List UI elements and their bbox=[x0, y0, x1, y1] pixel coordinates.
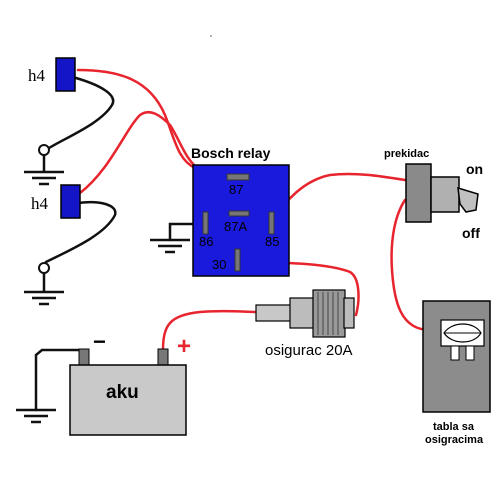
battery-minus-sign: − bbox=[93, 329, 106, 354]
battery-terminal-negative bbox=[78, 348, 90, 366]
ground-symbol bbox=[150, 238, 190, 254]
ground-symbol bbox=[24, 144, 64, 186]
wire-battery-ground bbox=[34, 348, 85, 412]
h4-label-top: h4 bbox=[28, 66, 46, 85]
fuse-panel-label-line1: tabla sa bbox=[433, 421, 475, 433]
wire-85-switch bbox=[270, 172, 407, 224]
battery-body bbox=[69, 364, 187, 436]
pin-85-blade bbox=[268, 211, 275, 235]
wire-h4-bottom-ground bbox=[44, 200, 117, 264]
pin-85-label: 85 bbox=[265, 234, 279, 249]
switch-toggle-lever bbox=[457, 186, 479, 213]
switch-title: prekidac bbox=[384, 148, 429, 160]
switch-body bbox=[405, 163, 432, 223]
fuse-panel-leg-right bbox=[465, 345, 475, 361]
wire-h4-bottom-87 bbox=[78, 110, 202, 195]
stray-dot bbox=[210, 35, 212, 37]
wire-battery-fuse bbox=[161, 309, 258, 352]
pin-86-blade bbox=[202, 211, 209, 235]
relay-title: Bosch relay bbox=[191, 145, 271, 161]
fuse-tube bbox=[255, 304, 292, 322]
battery-label: aku bbox=[106, 382, 139, 403]
pin-87-label: 87 bbox=[229, 182, 243, 197]
pin-30-blade bbox=[234, 248, 241, 272]
pin-87a-label: 87A bbox=[224, 219, 247, 234]
bulb-socket-bottom bbox=[38, 262, 50, 274]
pin-87a-blade bbox=[228, 210, 250, 217]
relay-pins bbox=[202, 173, 275, 272]
switch-collar bbox=[430, 176, 460, 213]
h4-connector-bottom bbox=[60, 184, 81, 219]
battery-terminal-positive bbox=[157, 348, 169, 366]
wire-86-ground bbox=[168, 222, 195, 242]
black-wires bbox=[34, 76, 195, 412]
pin-30-label: 30 bbox=[212, 257, 226, 272]
fuse-label: osigurac 20A bbox=[265, 342, 353, 359]
bulb-socket-top bbox=[38, 144, 50, 156]
fuse-neck bbox=[289, 297, 315, 329]
battery-plus-sign: + bbox=[177, 333, 191, 360]
wire-h4-top-ground bbox=[44, 76, 115, 152]
switch-off-label: off bbox=[462, 225, 480, 241]
h4-label-bottom: h4 bbox=[31, 194, 49, 213]
pin-87-blade bbox=[226, 173, 250, 181]
fuse-cap-ridges bbox=[317, 292, 339, 335]
h4-connector-top bbox=[55, 57, 76, 92]
fuse-panel-label-line2: osigracima bbox=[425, 434, 484, 446]
wire-switch-fusebox bbox=[390, 198, 447, 332]
ground-symbol bbox=[24, 262, 64, 306]
fuse-end bbox=[343, 297, 355, 329]
switch-on-label: on bbox=[466, 161, 483, 177]
ground-symbol bbox=[16, 408, 56, 424]
fuse-panel-leg-left bbox=[450, 345, 460, 361]
pin-86-label: 86 bbox=[199, 234, 213, 249]
